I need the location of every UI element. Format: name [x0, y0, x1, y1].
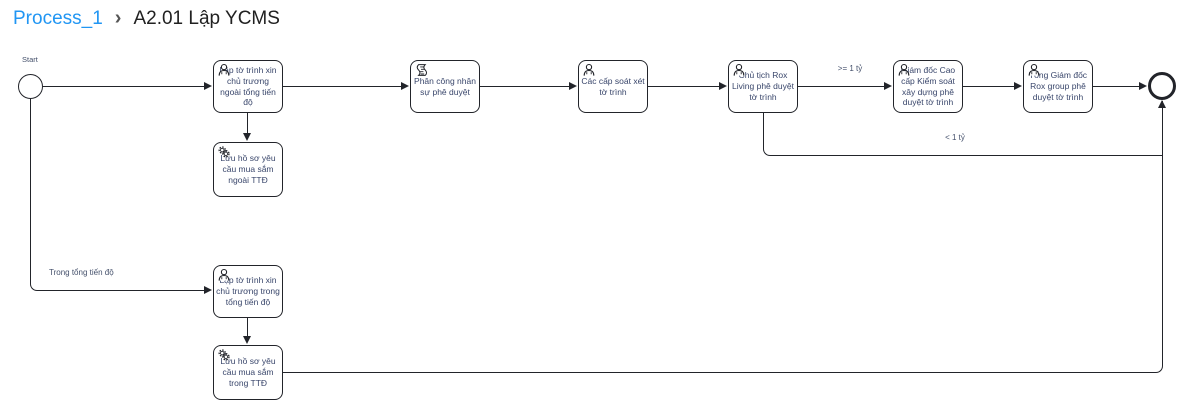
task-phan-cong[interactable]: Phân công nhân sự phê duyệt	[410, 60, 480, 113]
task-label: Lưu hồ sơ yêu cầu mua sắm ngoài TTĐ	[220, 153, 276, 185]
task-label: Phân công nhân sự phê duyệt	[414, 75, 476, 97]
flow-start-to-task1	[42, 86, 206, 87]
user-task-icon	[218, 63, 230, 76]
user-task-icon	[218, 268, 230, 281]
task-label: Tổng Giám đốc Rox group phê duyệt tờ trì…	[1028, 70, 1088, 102]
task-label: Giám đốc Cao cấp Kiểm soát xây dựng phê …	[900, 64, 956, 108]
arrowhead	[569, 82, 577, 90]
user-task-icon	[583, 63, 595, 76]
task-chu-tich[interactable]: Chủ tịch Rox Living phê duyệt tờ trình	[728, 60, 798, 113]
flow-label-gte-1ty: >= 1 tỷ	[837, 64, 863, 73]
breadcrumb-separator-icon: ›	[114, 7, 122, 29]
breadcrumb-parent-link[interactable]: Process_1	[13, 8, 103, 29]
user-task-icon	[1028, 63, 1040, 76]
arrowhead	[1158, 100, 1166, 108]
task-label: Lập tờ trình xin chủ trương trong tổng t…	[216, 275, 280, 307]
task-label: Các cấp soát xét tờ trình	[581, 75, 645, 97]
flow-task7-to-end	[1093, 86, 1140, 87]
flow-task6-to-task7	[963, 86, 1015, 87]
flow-task1-to-task3	[283, 86, 402, 87]
breadcrumb-current: A2.01 Lập YCMS	[133, 8, 280, 29]
arrowhead	[204, 82, 212, 90]
arrowhead	[243, 336, 251, 344]
flow-task9-to-end	[283, 101, 1163, 373]
end-event[interactable]	[1148, 72, 1176, 100]
task-giam-doc-cao-cap[interactable]: Giám đốc Cao cấp Kiểm soát xây dựng phê …	[893, 60, 963, 113]
start-event-label: Start	[22, 55, 38, 64]
task-lap-to-trinh-trong[interactable]: Lập tờ trình xin chủ trương trong tổng t…	[213, 265, 283, 318]
flow-task5-lt1ty	[763, 112, 1162, 156]
arrowhead	[1014, 82, 1022, 90]
flow-label-lt-1ty: < 1 tỷ	[945, 133, 965, 142]
task-label: Lập tờ trình xin chủ trương ngoài tổng t…	[219, 64, 277, 108]
task-luu-ho-so-trong[interactable]: Lưu hồ sơ yêu cầu mua sắm trong TTĐ	[213, 345, 283, 400]
task-label: Chủ tịch Rox Living phê duyệt tờ trình	[732, 70, 794, 102]
arrowhead	[1139, 82, 1147, 90]
arrowhead	[243, 133, 251, 141]
task-soat-xet[interactable]: Các cấp soát xét tờ trình	[578, 60, 648, 113]
flow-task8-to-task9	[247, 318, 248, 338]
flow-task5-to-task6	[798, 86, 885, 87]
task-luu-ho-so-ngoai[interactable]: Lưu hồ sơ yêu cầu mua sắm ngoài TTĐ	[213, 142, 283, 197]
task-tong-giam-doc[interactable]: Tổng Giám đốc Rox group phê duyệt tờ trì…	[1023, 60, 1093, 113]
arrowhead	[884, 82, 892, 90]
arrowhead	[401, 82, 409, 90]
flow-start-to-task8	[30, 98, 206, 291]
flow-task4-to-task5	[647, 86, 720, 87]
arrowhead	[719, 82, 727, 90]
flow-label-trong-ttd: Trong tổng tiến độ	[49, 268, 114, 277]
user-task-icon	[733, 63, 745, 76]
start-event[interactable]	[18, 74, 43, 99]
service-task-icon	[218, 146, 230, 158]
task-label: Lưu hồ sơ yêu cầu mua sắm trong TTĐ	[220, 356, 276, 388]
script-task-icon	[416, 64, 428, 76]
service-task-icon	[218, 349, 230, 361]
task-lap-to-trinh-ngoai[interactable]: Lập tờ trình xin chủ trương ngoài tổng t…	[213, 60, 283, 113]
user-task-icon	[898, 63, 910, 76]
flow-task1-to-task2	[247, 113, 248, 134]
arrowhead	[204, 286, 212, 294]
flow-task3-to-task4	[480, 86, 570, 87]
breadcrumb: Process_1 › A2.01 Lập YCMS	[13, 8, 280, 30]
